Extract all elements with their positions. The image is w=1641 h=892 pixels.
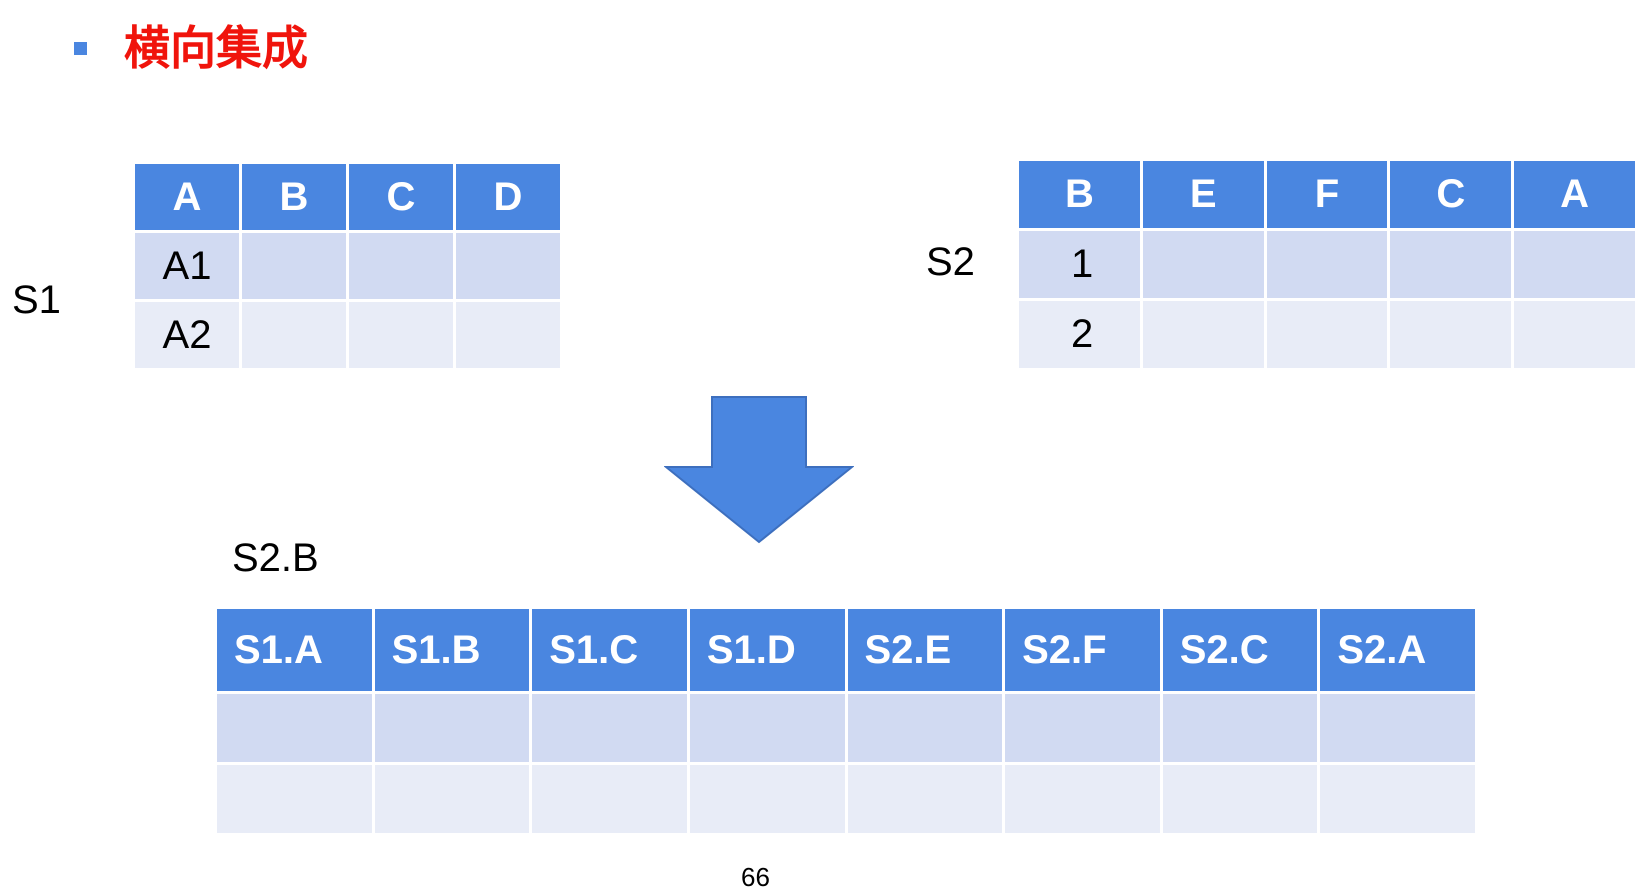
table-row: [214, 762, 1478, 836]
table-cell: [239, 230, 349, 302]
result-header-s2-c: S2.C: [1159, 606, 1321, 694]
table-cell: 1: [1016, 228, 1143, 301]
table-row: A1: [132, 230, 563, 302]
table-cell: [1263, 298, 1391, 371]
s1-header-b: B: [239, 161, 349, 233]
result-header-s2-a: S2.A: [1317, 606, 1478, 694]
table-cell: [1511, 298, 1638, 371]
table-cell: [1263, 228, 1391, 301]
table-cell: [1159, 762, 1321, 836]
table-cell: [453, 299, 563, 371]
table-cell: [1002, 762, 1163, 836]
slide-title: 横向集成: [124, 21, 308, 75]
table-cell: [214, 691, 375, 765]
result-header-s1-c: S1.C: [529, 606, 690, 694]
table-cell: [453, 230, 563, 302]
table-cell: [529, 691, 690, 765]
table-cell: A2: [132, 299, 242, 371]
s1-header-c: C: [346, 161, 456, 233]
table-row: 2: [1016, 298, 1638, 371]
table-cell: [1317, 691, 1478, 765]
square-bullet-icon: [74, 42, 87, 55]
table-cell: [239, 299, 349, 371]
table-cell: [1159, 691, 1321, 765]
table-cell: [371, 691, 533, 765]
table-cell: [1511, 228, 1638, 301]
result-header-s1-b: S1.B: [371, 606, 533, 694]
result-table: S1.A S1.B S1.C S1.D S2.E S2.F S2.C S2.A: [214, 606, 1478, 836]
result-header-s1-d: S1.D: [686, 606, 848, 694]
result-header-s2-f: S2.F: [1002, 606, 1163, 694]
table-cell: [214, 762, 375, 836]
table-header-row: A B C D: [132, 161, 563, 233]
s2-header-e: E: [1139, 158, 1267, 231]
s1-label: S1: [12, 278, 61, 322]
table-row: [214, 691, 1478, 765]
table-cell: A1: [132, 230, 242, 302]
s1-header-a: A: [132, 161, 242, 233]
table-cell: [346, 230, 456, 302]
table-header-row: S1.A S1.B S1.C S1.D S2.E S2.F S2.C S2.A: [214, 606, 1478, 694]
s1-header-d: D: [453, 161, 563, 233]
table-cell: 2: [1016, 298, 1143, 371]
table-cell: [1139, 298, 1267, 371]
s2-table: B E F C A 1 2: [1016, 158, 1638, 371]
table-cell: [529, 762, 690, 836]
table-cell: [1387, 298, 1515, 371]
table-cell: [844, 691, 1006, 765]
table-row: 1: [1016, 228, 1638, 301]
s1-table: A B C D A1 A2: [132, 161, 563, 371]
table-row: A2: [132, 299, 563, 371]
join-key-label: S2.B: [232, 536, 319, 580]
s2-header-f: F: [1263, 158, 1391, 231]
table-cell: [844, 762, 1006, 836]
s2-header-b: B: [1016, 158, 1143, 231]
table-cell: [1387, 228, 1515, 301]
page-number: 66: [741, 862, 770, 892]
table-cell: [686, 762, 848, 836]
table-cell: [686, 691, 848, 765]
s2-header-c: C: [1387, 158, 1515, 231]
table-cell: [1317, 762, 1478, 836]
s2-header-a: A: [1511, 158, 1638, 231]
s2-label: S2: [926, 240, 975, 284]
table-header-row: B E F C A: [1016, 158, 1638, 231]
table-cell: [371, 762, 533, 836]
result-header-s2-e: S2.E: [844, 606, 1006, 694]
down-arrow-icon: [664, 396, 854, 544]
table-cell: [346, 299, 456, 371]
result-header-s1-a: S1.A: [214, 606, 375, 694]
table-cell: [1002, 691, 1163, 765]
table-cell: [1139, 228, 1267, 301]
